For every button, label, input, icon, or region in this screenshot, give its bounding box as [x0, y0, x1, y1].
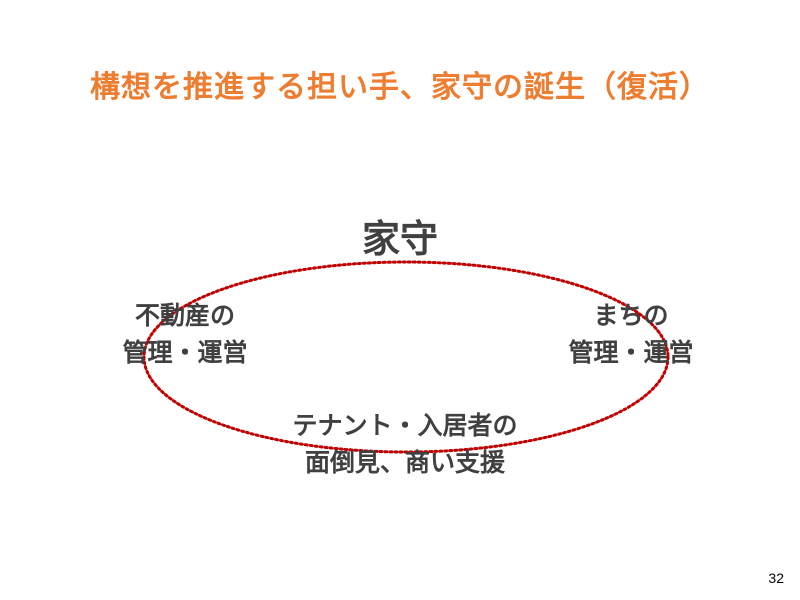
node-bottom-line2: 面倒見、商い支援: [304, 448, 505, 477]
slide-title: 構想を推進する担い手、家守の誕生（復活）: [90, 70, 710, 105]
node-real-estate-management: 不動産の 管理・運営: [90, 297, 280, 371]
page-number: 32: [768, 570, 784, 586]
center-label-yamori: 家守: [361, 217, 438, 261]
node-town-management: まちの 管理・運営: [536, 297, 726, 371]
node-left-line1: 不動産の: [134, 301, 235, 330]
node-right-line1: まちの: [593, 301, 669, 330]
node-tenant-support: テナント・入居者の 面倒見、商い支援: [255, 407, 555, 481]
node-right-line2: 管理・運営: [568, 338, 694, 367]
node-left-line2: 管理・運営: [122, 338, 248, 367]
node-bottom-line1: テナント・入居者の: [292, 411, 518, 440]
